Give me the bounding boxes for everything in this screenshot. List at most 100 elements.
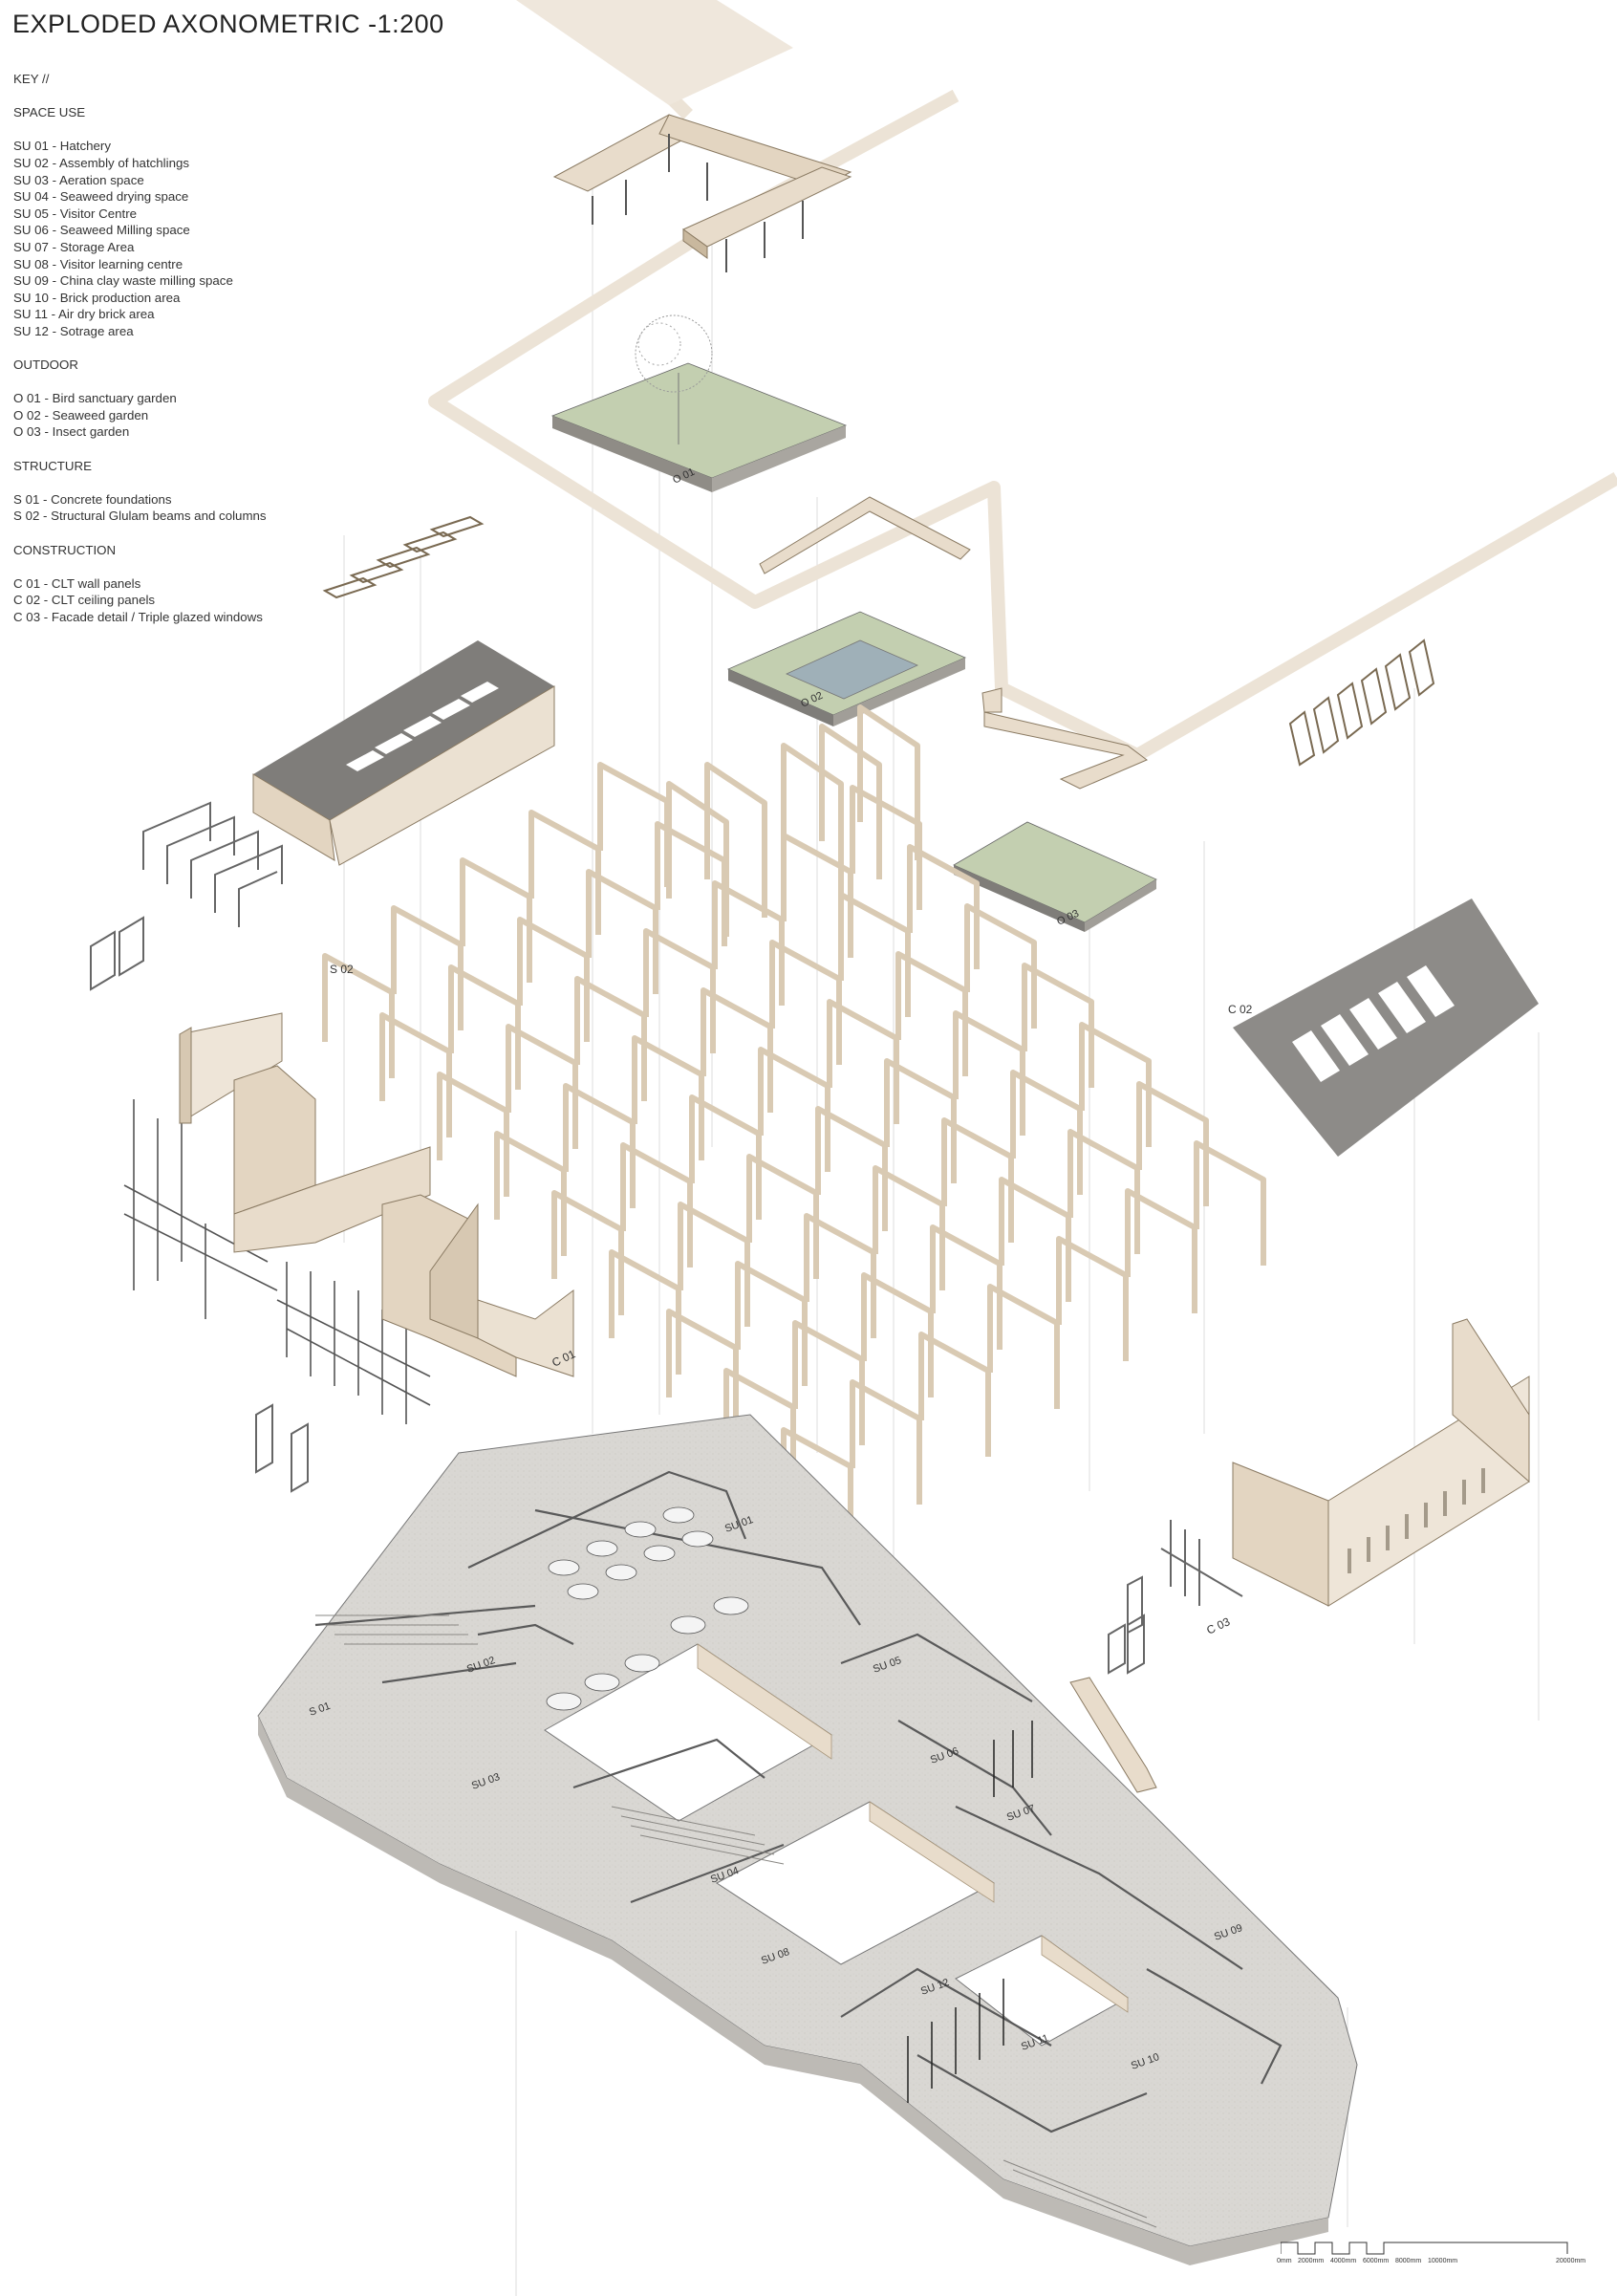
roof-panel-left — [252, 640, 555, 866]
facade-wall-c03 — [1232, 1318, 1530, 1607]
planter-walls — [759, 496, 1148, 790]
key-item: S 01 - Concrete foundations — [13, 491, 172, 507]
glulam-frame — [746, 1154, 819, 1279]
glulam-frame — [643, 928, 716, 1053]
key-item: O 03 - Insect garden — [13, 424, 130, 440]
glulam-frame — [379, 1012, 452, 1137]
site-path — [428, 0, 1617, 762]
glulam-frame — [861, 1272, 934, 1397]
key-item: SU 02 - Assembly of hatchlings — [13, 155, 190, 170]
glulam-frame — [758, 1047, 830, 1172]
scale-tick: 6000mm — [1363, 2258, 1390, 2264]
glulam-frame — [857, 704, 920, 860]
key-item: O 02 - Seaweed garden — [13, 407, 149, 422]
garden-o01 — [550, 314, 848, 492]
scale-tick: 2000mm — [1298, 2258, 1325, 2264]
glulam-frame — [609, 1249, 681, 1375]
glulam-frame — [586, 869, 658, 994]
scale-tick: 0mm — [1277, 2258, 1292, 2264]
ramp-wall — [1069, 1677, 1157, 1793]
facade-frames-left — [90, 801, 1145, 1675]
glulam-frame — [1022, 963, 1094, 1088]
glulam-frame — [873, 1165, 945, 1290]
glulam-frame — [804, 1213, 876, 1338]
glulam-frame — [1010, 1070, 1083, 1195]
scale-tick: 8000mm — [1395, 2258, 1422, 2264]
garden-o03 — [953, 821, 1157, 932]
key-group-title: OUTDOOR — [13, 357, 78, 373]
label-s02: S 02 — [330, 963, 354, 976]
glulam-frame — [815, 1106, 888, 1231]
label-c02: C 02 — [1228, 1003, 1253, 1016]
garden-o02 — [726, 611, 967, 726]
glulam-frame — [769, 940, 842, 1065]
window-frames-top — [322, 515, 485, 599]
key-item: SU 09 - China clay waste milling space — [13, 273, 233, 289]
key-item: SU 08 - Visitor learning centre — [13, 256, 183, 271]
key-group-title: STRUCTURE — [13, 458, 92, 473]
glulam-frame — [964, 903, 1037, 1029]
label-c03: C 03 — [1204, 1614, 1232, 1637]
glulam-frame — [701, 987, 773, 1113]
glulam-frame — [819, 724, 882, 879]
key-item: SU 04 - Seaweed drying space — [13, 189, 189, 205]
tree-icon — [635, 314, 713, 444]
scale-tick: 20000mm — [1556, 2258, 1586, 2264]
glulam-frame — [884, 1058, 957, 1183]
glulam-frame — [781, 743, 844, 899]
key-group-title: SPACE USE — [13, 105, 86, 120]
glulam-frame — [1067, 1129, 1140, 1254]
key-item: C 01 - CLT wall panels — [13, 575, 141, 591]
glulam-frame — [620, 1142, 693, 1267]
facade-frames-right — [1127, 1520, 1243, 1635]
glulam-frame — [907, 844, 980, 969]
glulam-frame — [723, 1368, 796, 1493]
glulam-frame — [678, 1202, 750, 1327]
glulam-frame — [735, 1261, 808, 1386]
glulam-frame — [1079, 1022, 1152, 1147]
glulam-frame — [517, 917, 590, 1042]
scale-tick: 4000mm — [1330, 2258, 1357, 2264]
glulam-frame — [494, 1131, 567, 1256]
glulam-frame — [941, 1117, 1014, 1243]
scale-bar-graphic — [1280, 2242, 1568, 2255]
tank-icons — [546, 1506, 749, 1711]
glulam-frame — [712, 880, 785, 1006]
glulam-frame — [792, 1320, 865, 1445]
key-item: SU 06 - Seaweed Milling space — [13, 223, 190, 238]
glulam-frame — [930, 1224, 1003, 1350]
key-legend: KEY // SPACE USE SU 01 - Hatchery SU 02 … — [13, 71, 357, 626]
key-group-title: CONSTRUCTION — [13, 542, 117, 557]
glulam-frame — [850, 785, 922, 910]
glulam-frame — [448, 964, 521, 1090]
glulam-frame — [1056, 1236, 1129, 1361]
glulam-frame — [1136, 1081, 1209, 1206]
glulam-frame — [1125, 1188, 1197, 1313]
key-item: O 01 - Bird sanctuary garden — [13, 391, 177, 406]
glulam-frames-s02 — [322, 704, 1266, 1552]
glulam-frame — [781, 833, 853, 958]
key-item: SU 11 - Air dry brick area — [13, 307, 155, 322]
glulam-frame — [666, 1309, 739, 1434]
ceiling-panel-c02 — [1233, 899, 1539, 1157]
key-item: C 03 - Facade detail / Triple glazed win… — [13, 610, 263, 624]
glulam-frame — [563, 1083, 636, 1208]
glulam-frame — [391, 905, 464, 1030]
glulam-frame — [689, 1094, 762, 1220]
glulam-frame — [999, 1177, 1071, 1302]
boardwalk-bridge — [552, 114, 852, 272]
glulam-frame — [574, 976, 647, 1101]
glulam-frame — [918, 1332, 991, 1457]
glulam-frame — [322, 953, 395, 1078]
key-heading: KEY // — [13, 72, 50, 86]
glulam-frame — [632, 1035, 704, 1160]
glulam-frame — [895, 951, 968, 1076]
glulam-frame — [827, 999, 899, 1124]
key-item: SU 10 - Brick production area — [13, 290, 181, 305]
glulam-frame — [460, 857, 532, 983]
clt-wall-panels-c01 — [179, 1012, 574, 1377]
key-item: SU 01 - Hatchery — [13, 139, 111, 154]
glulam-frame — [838, 892, 911, 1017]
page-title: EXPLODED AXONOMETRIC -1:200 — [12, 10, 444, 38]
